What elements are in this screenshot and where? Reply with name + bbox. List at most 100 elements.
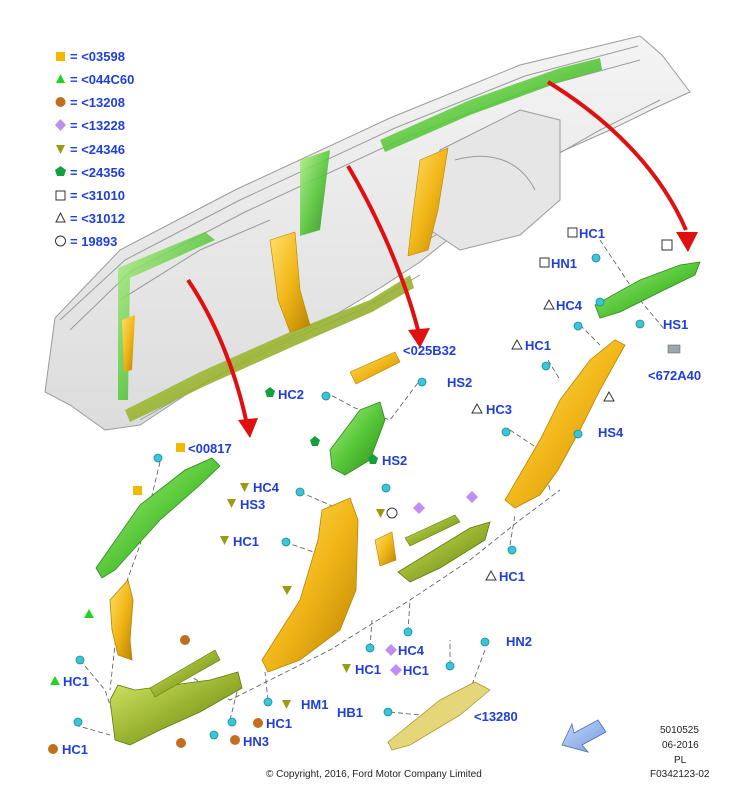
- legend-item-31012: = <31012: [55, 211, 125, 226]
- label-hc1: HC1: [355, 662, 381, 677]
- filled-down-triangle-icon: [56, 145, 65, 154]
- clip-icon: [153, 453, 163, 463]
- clip-icon: [595, 297, 605, 307]
- filled-diamond-icon: [390, 664, 402, 676]
- clip-icon: [227, 717, 237, 727]
- vehicle-body-side: [44, 35, 691, 431]
- rear-door-trim-strip: [404, 514, 461, 547]
- scuff-plate-insert: [149, 649, 221, 698]
- filled-down-triangle-icon: [376, 509, 385, 518]
- clip-icon: [635, 319, 645, 329]
- legend-label: = <13228: [70, 118, 125, 133]
- label-00817: <00817: [188, 441, 232, 456]
- label-hs4: HS4: [598, 425, 624, 440]
- arrowhead: [408, 328, 430, 348]
- b-pillar-lower-trim: [261, 497, 359, 673]
- clip-icon: [365, 643, 375, 653]
- legend-item-13208: = <13208: [55, 95, 125, 110]
- label-hn3: HN3: [243, 734, 269, 749]
- outline-triangle-icon: [55, 211, 66, 223]
- filled-circle-icon: [253, 718, 263, 728]
- clip-icon: [480, 637, 490, 647]
- footer: © Copyright, 2016, Ford Motor Company Li…: [266, 725, 710, 780]
- filled-circle-icon: [180, 635, 190, 645]
- forward-direction-arrow-icon: [561, 719, 607, 753]
- legend-item-24356: = <24356: [55, 165, 125, 180]
- bracket-part: [374, 531, 397, 567]
- outline-circle-icon: [386, 507, 398, 519]
- clip-icon: [445, 661, 455, 671]
- b-pillar-seatbelt-trim: [329, 401, 386, 476]
- label-hs2: HS2: [382, 453, 407, 468]
- callout-labels: HC1 HN1 HC4 HS1 <672A40 HC1 <025B32 HS2 …: [48, 226, 701, 757]
- filled-square-icon: [176, 443, 185, 452]
- filled-circle-icon: [55, 97, 66, 107]
- outline-triangle-icon: [485, 569, 497, 581]
- outline-square-icon: [661, 239, 673, 251]
- a-pillar-lower-trim: [109, 579, 134, 661]
- label-13280: <13280: [474, 709, 518, 724]
- red-arrow-a-pillar: [186, 278, 248, 421]
- clip-icon: [75, 655, 85, 665]
- clip-icon: [507, 545, 517, 555]
- clip-icon: [403, 627, 413, 637]
- rear-scuff-plate: [397, 521, 491, 583]
- filled-square-icon: [56, 52, 65, 61]
- diagram-date: 06-2016: [662, 740, 699, 751]
- legend-label: = <31010: [70, 188, 125, 203]
- label-hn1: HN1: [551, 256, 577, 271]
- label-hc2: HC2: [278, 387, 304, 402]
- filled-pentagon-icon: [265, 387, 275, 397]
- clip-icon: [381, 483, 391, 493]
- diagram-region: PL: [674, 755, 687, 766]
- red-arrow-b-pillar: [346, 164, 420, 331]
- label-hb1: HB1: [337, 705, 363, 720]
- label-hc1: HC1: [63, 674, 89, 689]
- clip-icon: [295, 487, 305, 497]
- legend: = <03598 = <044C60 = <13208 = <13228 = <…: [55, 49, 134, 249]
- clip-icon: [417, 377, 427, 387]
- outline-square-icon: [567, 227, 578, 238]
- filled-circle-icon: [230, 735, 240, 745]
- filled-diamond-icon: [466, 491, 478, 503]
- label-hc4: HC4: [398, 643, 425, 658]
- filled-triangle-icon: [84, 609, 94, 618]
- filled-diamond-icon: [413, 502, 425, 514]
- legend-item-31010: = <31010: [55, 188, 125, 203]
- label-hc1: HC1: [403, 663, 429, 678]
- label-hc4: HC4: [253, 480, 280, 495]
- clip-icon: [281, 537, 291, 547]
- label-hc3: HC3: [486, 402, 512, 417]
- legend-item-044c60: = <044C60: [56, 72, 134, 87]
- label-hs3: HS3: [240, 497, 265, 512]
- filled-square-icon: [133, 486, 142, 495]
- legend-item-03598: = <03598: [56, 49, 125, 64]
- clip-icon: [573, 321, 583, 331]
- b-pillar-upper-trim: [349, 351, 401, 385]
- legend-item-13228: = <13228: [55, 118, 125, 133]
- legend-item-19893: = 19893: [55, 234, 117, 249]
- clip-icon: [73, 717, 83, 727]
- fasteners: [73, 253, 645, 740]
- legend-label: = <24346: [70, 142, 125, 157]
- filled-triangle-icon: [56, 74, 65, 83]
- rear-quarter-bracket: [387, 681, 491, 751]
- clip-icon: [383, 707, 393, 717]
- arrowhead: [676, 232, 698, 252]
- arrowhead: [238, 418, 258, 438]
- clip-icon: [573, 429, 583, 439]
- label-hs1: HS1: [663, 317, 688, 332]
- outline-square-icon: [55, 190, 66, 201]
- filled-down-triangle-icon: [282, 586, 292, 595]
- label-hm1: HM1: [301, 697, 328, 712]
- filled-diamond-icon: [385, 644, 397, 656]
- clip-icon: [321, 391, 331, 401]
- outline-square-icon: [539, 257, 550, 268]
- c-pillar-upper-trim: [594, 261, 701, 319]
- legend-label: = <24356: [70, 165, 125, 180]
- legend-item-24346: = <24346: [56, 142, 125, 157]
- legend-label: = <13208: [70, 95, 125, 110]
- clip-icon: [501, 427, 511, 437]
- clip-icon: [591, 253, 601, 263]
